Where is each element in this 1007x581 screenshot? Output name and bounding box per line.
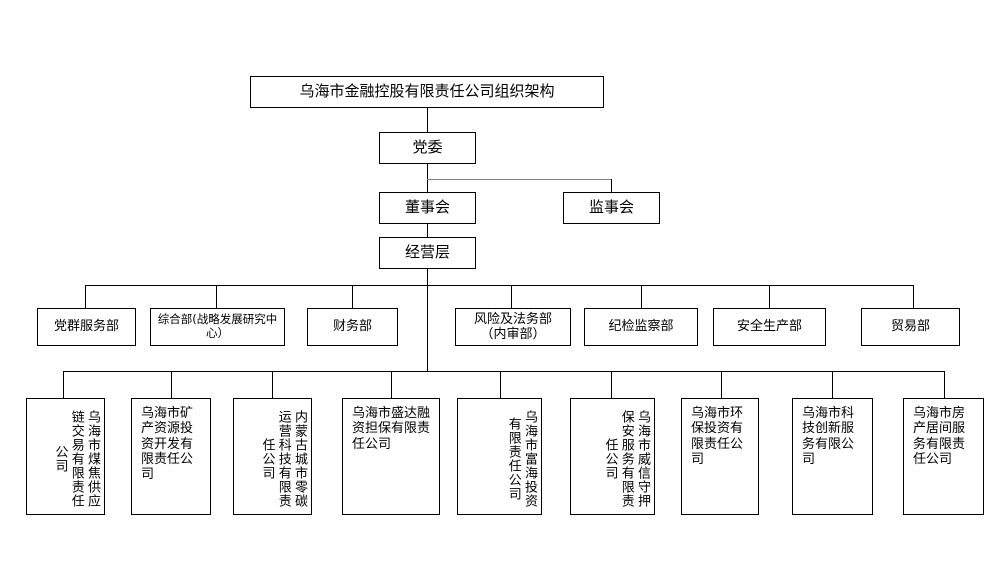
subsidiary-box-ke-ji: 乌海市科技创新服务有限公司 [792, 398, 873, 515]
department-label: 党群服务部 [53, 319, 119, 335]
subsidiary-box-huan-bao: 乌海市环保投资有限责任公司 [681, 398, 759, 515]
connector-drop-sub-2 [171, 371, 172, 398]
connector-drop-sub-4 [391, 371, 392, 398]
subsidiary-label: 乌海市富海投资有限责任公司 [505, 410, 537, 508]
subsidiary-label: 乌海市房产居间服务有限责任公司 [913, 406, 966, 467]
board-of-supervisors-box: 监事会 [563, 192, 660, 224]
department-label: 安全生产部 [736, 319, 802, 335]
department-label: 纪检监察部 [608, 319, 674, 335]
chart-title-box: 乌海市金融控股有限责任公司组织架构 [250, 76, 604, 108]
board-of-supervisors-label: 监事会 [588, 198, 634, 217]
subsidiary-label: 乌海市科技创新服务有限公司 [802, 406, 855, 467]
connector-drop-sub-9 [944, 371, 945, 398]
party-committee-label: 党委 [412, 138, 443, 157]
connector-party-to-supervisors [427, 179, 612, 180]
department-box-an-quan: 安全生产部 [713, 308, 826, 346]
connector-drop-sub-5 [500, 371, 501, 398]
department-label: 综合部(战略发展研究中心） [157, 312, 278, 340]
management-layer-box: 经营层 [379, 237, 476, 269]
connector-drop-dept-3 [352, 285, 353, 308]
department-box-cai-wu: 财务部 [307, 308, 398, 346]
department-label: 风险及法务部 （内审部） [473, 311, 552, 342]
connector-supervisors-drop [611, 179, 612, 192]
subsidiary-label: 乌海市盛达融资担保有限责任公司 [352, 406, 431, 452]
subsidiary-box-kuang-chan: 乌海市矿产资源投资开发有限责任公司 [131, 398, 211, 515]
connector-drop-sub-8 [832, 371, 833, 398]
board-of-directors-label: 董事会 [404, 198, 450, 217]
department-box-mao-yi: 贸易部 [861, 308, 960, 346]
connector-subsidiary-bus [63, 371, 945, 372]
department-box-feng-xian: 风险及法务部 （内审部） [455, 308, 571, 346]
subsidiary-box-fu-hai: 乌海市富海投资有限责任公司 [457, 398, 542, 515]
connector-drop-dept-2 [216, 285, 217, 308]
subsidiary-label: 内蒙古城市零碳运营科技有限责任公司 [259, 410, 308, 508]
subsidiary-label: 乌海市矿产资源投资开发有限责任公司 [141, 406, 194, 483]
department-box-zong-he: 综合部(战略发展研究中心） [150, 308, 285, 346]
subsidiary-label: 乌海市威信守押保安服务有限责任公司 [602, 410, 651, 508]
chart-title: 乌海市金融控股有限责任公司组织架构 [299, 82, 555, 101]
connector-party-down [427, 164, 428, 192]
connector-title-to-party [427, 108, 428, 132]
management-layer-label: 经营层 [404, 243, 450, 262]
department-box-ji-jian: 纪检监察部 [584, 308, 698, 346]
department-box-dang-qun: 党群服务部 [37, 308, 136, 346]
connector-drop-dept-7 [913, 285, 914, 308]
connector-drop-dept-1 [85, 285, 86, 308]
connector-drop-dept-6 [769, 285, 770, 308]
subsidiary-box-wei-xin: 乌海市威信守押保安服务有限责任公司 [570, 398, 655, 515]
subsidiary-box-mei-jiao: 乌海市煤焦供应链交易有限责任公司 [26, 398, 105, 515]
department-label: 贸易部 [890, 319, 930, 335]
subsidiary-box-ling-tan: 内蒙古城市零碳运营科技有限责任公司 [233, 398, 312, 515]
connector-main-trunk [427, 269, 428, 371]
connector-drop-sub-3 [272, 371, 273, 398]
subsidiary-label: 乌海市环保投资有限责任公司 [691, 406, 744, 467]
department-label: 财务部 [332, 319, 372, 335]
party-committee-box: 党委 [379, 132, 476, 164]
board-of-directors-box: 董事会 [379, 192, 476, 224]
connector-drop-sub-1 [63, 371, 64, 398]
subsidiary-box-fang-chan: 乌海市房产居间服务有限责任公司 [903, 398, 984, 515]
connector-drop-sub-6 [611, 371, 612, 398]
connector-drop-sub-7 [721, 371, 722, 398]
subsidiary-box-sheng-da: 乌海市盛达融资担保有限责任公司 [342, 398, 440, 515]
connector-drop-dept-4 [511, 285, 512, 308]
connector-drop-dept-5 [641, 285, 642, 308]
connector-board-to-management [427, 224, 428, 237]
connector-department-bus [85, 285, 913, 286]
subsidiary-label: 乌海市煤焦供应链交易有限责任公司 [52, 410, 101, 508]
